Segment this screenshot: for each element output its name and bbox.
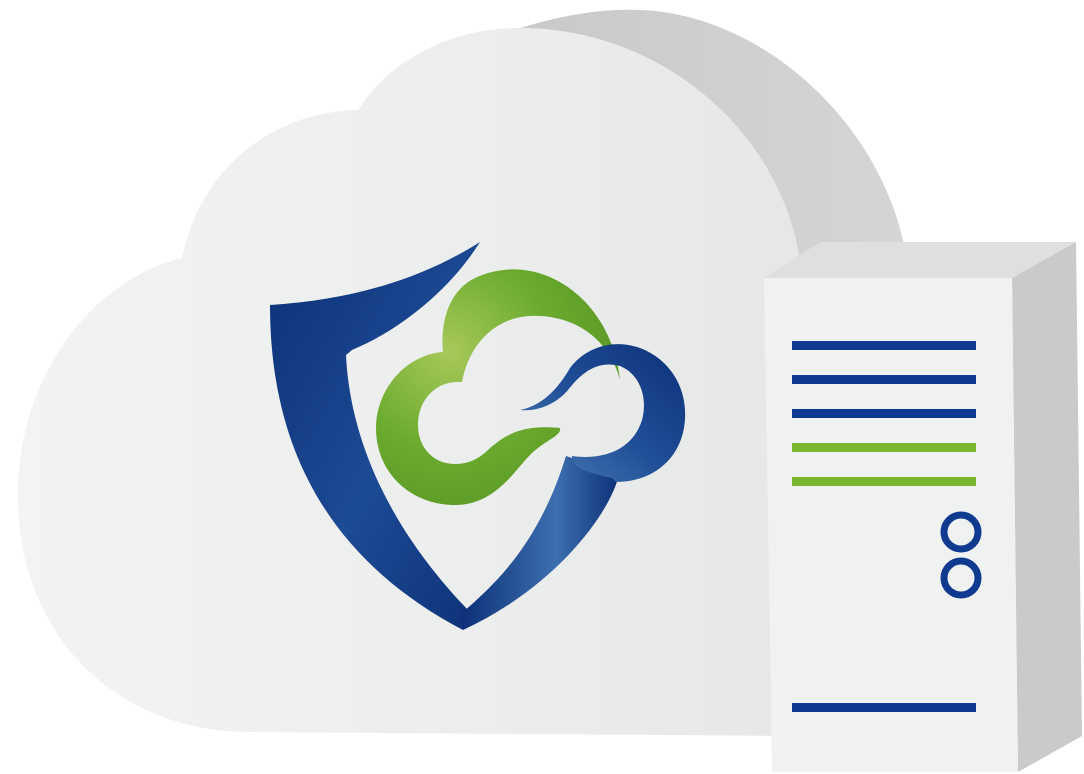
- server-indicator-2: [940, 557, 982, 599]
- shield-cloud-logo: [270, 242, 686, 630]
- blue-cloud-loop: [520, 344, 686, 482]
- server-stripe-5: [792, 477, 976, 486]
- server-stripe-4: [792, 443, 976, 452]
- shield-body: [270, 242, 480, 630]
- server-stripe-2: [792, 375, 976, 384]
- server-bottom-stripe: [792, 703, 976, 712]
- server-tower-icon: [764, 242, 1082, 772]
- server-front: [764, 278, 1018, 772]
- server-indicator-1: [940, 511, 982, 553]
- server-top: [764, 242, 1076, 278]
- server-stripe-1: [792, 341, 976, 350]
- green-cloud-loop: [376, 269, 620, 505]
- server-side: [1012, 242, 1082, 772]
- server-stripe-3: [792, 409, 976, 418]
- shield-swoosh: [463, 456, 618, 630]
